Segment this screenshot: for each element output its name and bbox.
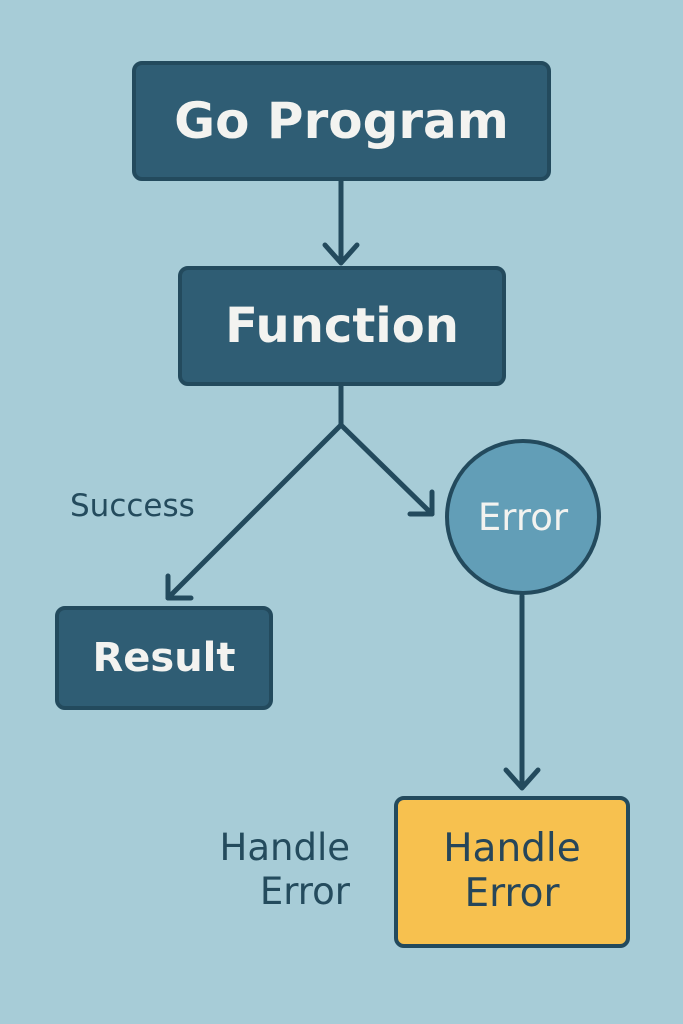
node-result: Result [55,606,273,710]
node-result-label: Result [92,635,236,681]
node-handle-error: Handle Error [394,796,630,948]
node-function: Function [178,266,506,386]
arrowhead-handle [503,767,541,791]
arrowhead-function [322,242,360,266]
node-error-label: Error [477,495,569,539]
node-handle-error-label: Handle Error [443,826,581,916]
node-go-program-label: Go Program [174,92,509,150]
edge-label-success: Success [70,488,195,524]
arrowhead-error [407,489,435,517]
arrow-to-result [165,422,344,601]
arrow-to-error [338,422,435,517]
arrowhead-result [165,573,194,601]
node-go-program: Go Program [132,61,551,181]
node-error: Error [445,439,601,595]
side-label-handle-error: Handle Error [219,826,350,914]
node-function-label: Function [225,298,459,354]
